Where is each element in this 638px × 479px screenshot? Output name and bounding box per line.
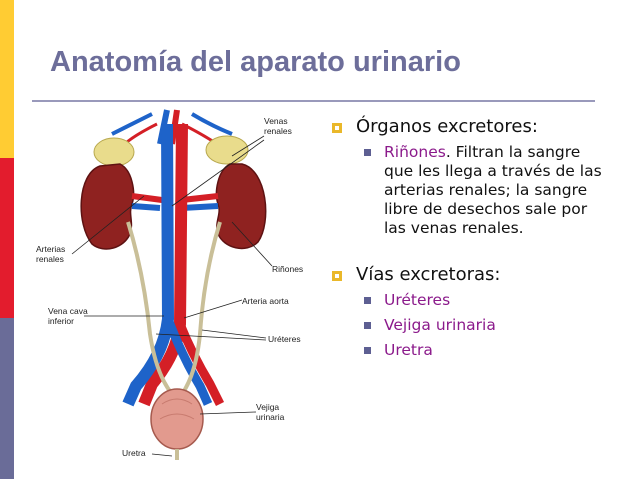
vena-cava-right-branch [163,317,213,406]
decorative-sidebar [0,0,14,479]
renal-vessels [131,193,219,211]
bullet-ureteres: Uréteres [322,291,602,310]
right-ureter [180,221,222,396]
hollow-square-bullet-icon [332,123,342,133]
bullet-uretra: Uretra [322,341,602,360]
left-kidney [80,163,135,250]
leader-lines [71,135,273,457]
rinones-description: . Filtran la sangre que les llega a trav… [384,143,602,237]
organos-heading: Órganos excretores: [356,116,538,137]
label-arterias-1: Arterias [36,244,65,254]
square-bullet-icon [364,322,371,329]
square-bullet-icon [364,297,371,304]
left-ureter [126,221,174,396]
right-adrenal-gland [205,135,249,165]
bullet-rinones: Riñones. Filtran la sangre que les llega… [322,143,602,238]
bladder [150,388,204,450]
urinary-system-illustration: Venas renales Arterias renales Riñones V… [36,109,303,460]
label-venas-renales-2: renales [264,126,292,136]
bullet-content: Órganos excretores: Riñones. Filtran la … [322,116,602,360]
label-arterias-2: renales [36,254,64,264]
bullet-vias: Vías excretoras: [322,264,602,285]
vias-heading: Vías excretoras: [356,264,501,285]
sidebar-red-segment [0,158,14,318]
hollow-square-bullet-icon [332,271,342,281]
square-bullet-icon [364,149,371,156]
label-vejiga-2: urinaria [256,412,285,422]
bullet-organos: Órganos excretores: [322,116,602,137]
uretra-item: Uretra [384,341,433,359]
rinones-highlight: Riñones [384,143,446,161]
right-kidney [215,163,267,250]
label-aorta: Arteria aorta [242,296,289,306]
slide-title: Anatomía del aparato urinario [50,46,461,78]
left-adrenal-gland [93,137,135,167]
square-bullet-icon [364,347,371,354]
label-vena-cava-2: inferior [48,316,74,326]
label-uretra: Uretra [122,448,146,458]
label-ureteres: Uréteres [268,334,301,344]
label-rinones: Riñones [272,264,303,274]
sidebar-yellow-segment [0,0,14,158]
bullet-vejiga: Vejiga urinaria [322,316,602,335]
label-vejiga-1: Vejiga [256,402,279,412]
vejiga-item: Vejiga urinaria [384,316,496,334]
sidebar-purple-segment [0,318,14,479]
label-vena-cava-1: Vena cava [48,306,88,316]
label-venas-renales-1: Venas [264,116,288,126]
title-divider [32,100,595,102]
ureteres-item: Uréteres [384,291,451,309]
